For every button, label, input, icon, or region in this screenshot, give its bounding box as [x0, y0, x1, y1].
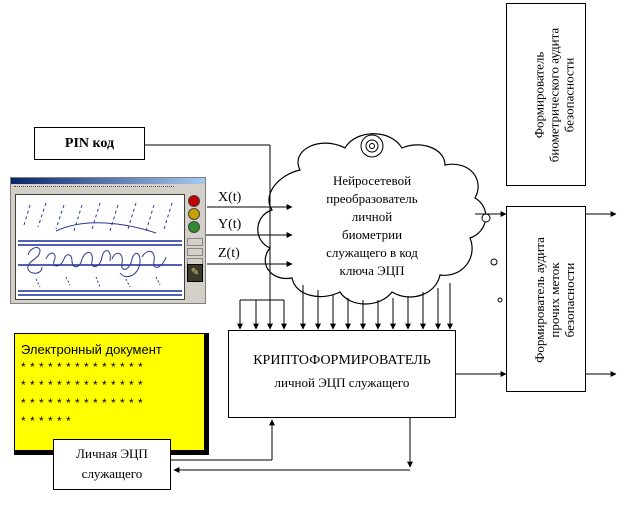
neural-line-3: личной	[351, 209, 393, 224]
biometric-audit-text: Формирователь биометрического аудита без…	[531, 4, 577, 187]
app-button-2[interactable]	[187, 248, 203, 256]
crypto-subtitle: личной ЭЦП служащего	[274, 375, 410, 390]
crypto-title: КРИПТОФОРМИРОВАТЕЛЬ	[253, 353, 431, 368]
biometric-audit-line-2: биометрического аудита	[546, 27, 562, 163]
other-audit-line-2: прочих меток	[547, 262, 562, 338]
other-audit-box: Формирователь аудита прочих меток безопа…	[506, 206, 586, 392]
document-row-3: * * * * * * * * * * * * * *	[21, 396, 144, 410]
pin-code-box: PIN код	[34, 127, 145, 160]
document-row-2: * * * * * * * * * * * * * *	[21, 378, 144, 392]
signature-capture-window: ✎	[10, 177, 206, 304]
biometric-audit-line-1: Формирователь	[531, 51, 547, 139]
pin-code-label: PIN код	[64, 136, 115, 151]
traffic-light-amber	[188, 208, 200, 220]
neural-line-4: биометрии	[341, 227, 403, 242]
biometric-audit-line-3: безопасности	[561, 57, 577, 133]
signature-line-1: Личная ЭЦП	[76, 446, 148, 461]
signal-y-label: Y(t)	[218, 217, 242, 232]
traffic-light-icon	[188, 195, 200, 207]
other-audit-text: Формирователь аудита прочих меток безопа…	[532, 207, 577, 393]
signal-z-label: Z(t)	[218, 246, 240, 261]
crypto-former-box: КРИПТОФОРМИРОВАТЕЛЬ личной ЭЦП служащего	[228, 330, 456, 418]
signature-canvas	[15, 194, 185, 300]
app-button-1[interactable]	[187, 238, 203, 246]
document-title: Электронный документ	[21, 342, 162, 357]
neural-line-5: служащего в код	[326, 245, 418, 260]
window-titlebar	[11, 178, 205, 184]
other-audit-line-3: безопасности	[562, 262, 577, 338]
other-audit-line-1: Формирователь аудита	[532, 237, 547, 363]
pen-tool-icon[interactable]: ✎	[187, 264, 203, 282]
signature-line-2: служащего	[81, 466, 143, 481]
electronic-document: Электронный документ * * * * * * * * * *…	[14, 333, 209, 455]
handwritten-signature-graphic	[18, 202, 182, 296]
personal-signature-box: Личная ЭЦП служащего	[53, 439, 171, 490]
neural-line-2: преобразователь	[326, 191, 418, 206]
neural-converter-text: Нейросетевой преобразователь личной биом…	[282, 172, 462, 280]
biometric-audit-box: Формирователь биометрического аудита без…	[506, 3, 586, 186]
signal-x-label: X(t)	[218, 190, 242, 205]
window-menubar	[14, 186, 174, 191]
document-row-4: * * * * * *	[21, 414, 72, 428]
neural-line-6: ключа ЭЦП	[339, 263, 405, 278]
document-row-1: * * * * * * * * * * * * * *	[21, 360, 144, 374]
neural-line-1: Нейросетевой	[332, 173, 412, 188]
traffic-light-green	[188, 221, 200, 233]
